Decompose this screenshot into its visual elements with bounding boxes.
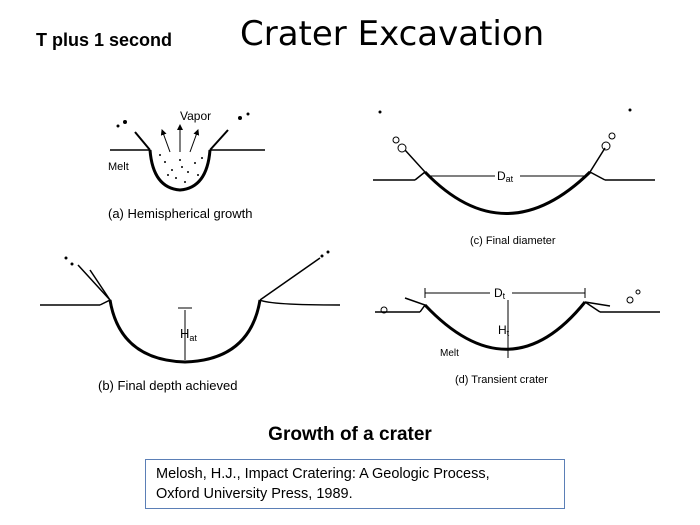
- panel-c-final-diameter: Dat (c) Final diameter: [373, 108, 655, 247]
- panel-a-hemispherical-growth: Vapor Melt (a) Hemispherical growth: [108, 109, 265, 221]
- panel-d-transient-crater: Dt Ht Melt (d) Transient crater: [375, 286, 660, 386]
- caption-panel-a: (a) Hemispherical growth: [108, 206, 253, 221]
- caption-panel-b: (b) Final depth achieved: [98, 378, 237, 393]
- label-diameter-d: Dt: [494, 286, 506, 301]
- citation-box: Melosh, H.J., Impact Cratering: A Geolog…: [145, 459, 565, 509]
- citation-line-2: Oxford University Press, 1989.: [156, 486, 353, 502]
- slide-title: Crater Excavation: [240, 14, 545, 54]
- figure-caption: Growth of a crater: [268, 424, 432, 445]
- caption-panel-c: (c) Final diameter: [470, 235, 556, 247]
- label-vapor: Vapor: [180, 109, 211, 123]
- caption-panel-d: (d) Transient crater: [455, 374, 548, 386]
- panel-b-final-depth: Hat (b) Final depth achieved: [40, 250, 341, 393]
- label-diameter-c: Dat: [497, 169, 514, 184]
- slide-subtitle: T plus 1 second: [36, 30, 173, 50]
- citation-line-1: Melosh, H.J., Impact Cratering: A Geolog…: [156, 466, 490, 482]
- label-depth-d: Ht: [498, 323, 510, 338]
- label-melt-d: Melt: [440, 348, 459, 359]
- label-melt-a: Melt: [108, 161, 129, 173]
- crater-diagram: Vapor Melt (a) Hemispherical growth Dat …: [40, 108, 660, 393]
- label-depth-b: Hat: [180, 326, 197, 343]
